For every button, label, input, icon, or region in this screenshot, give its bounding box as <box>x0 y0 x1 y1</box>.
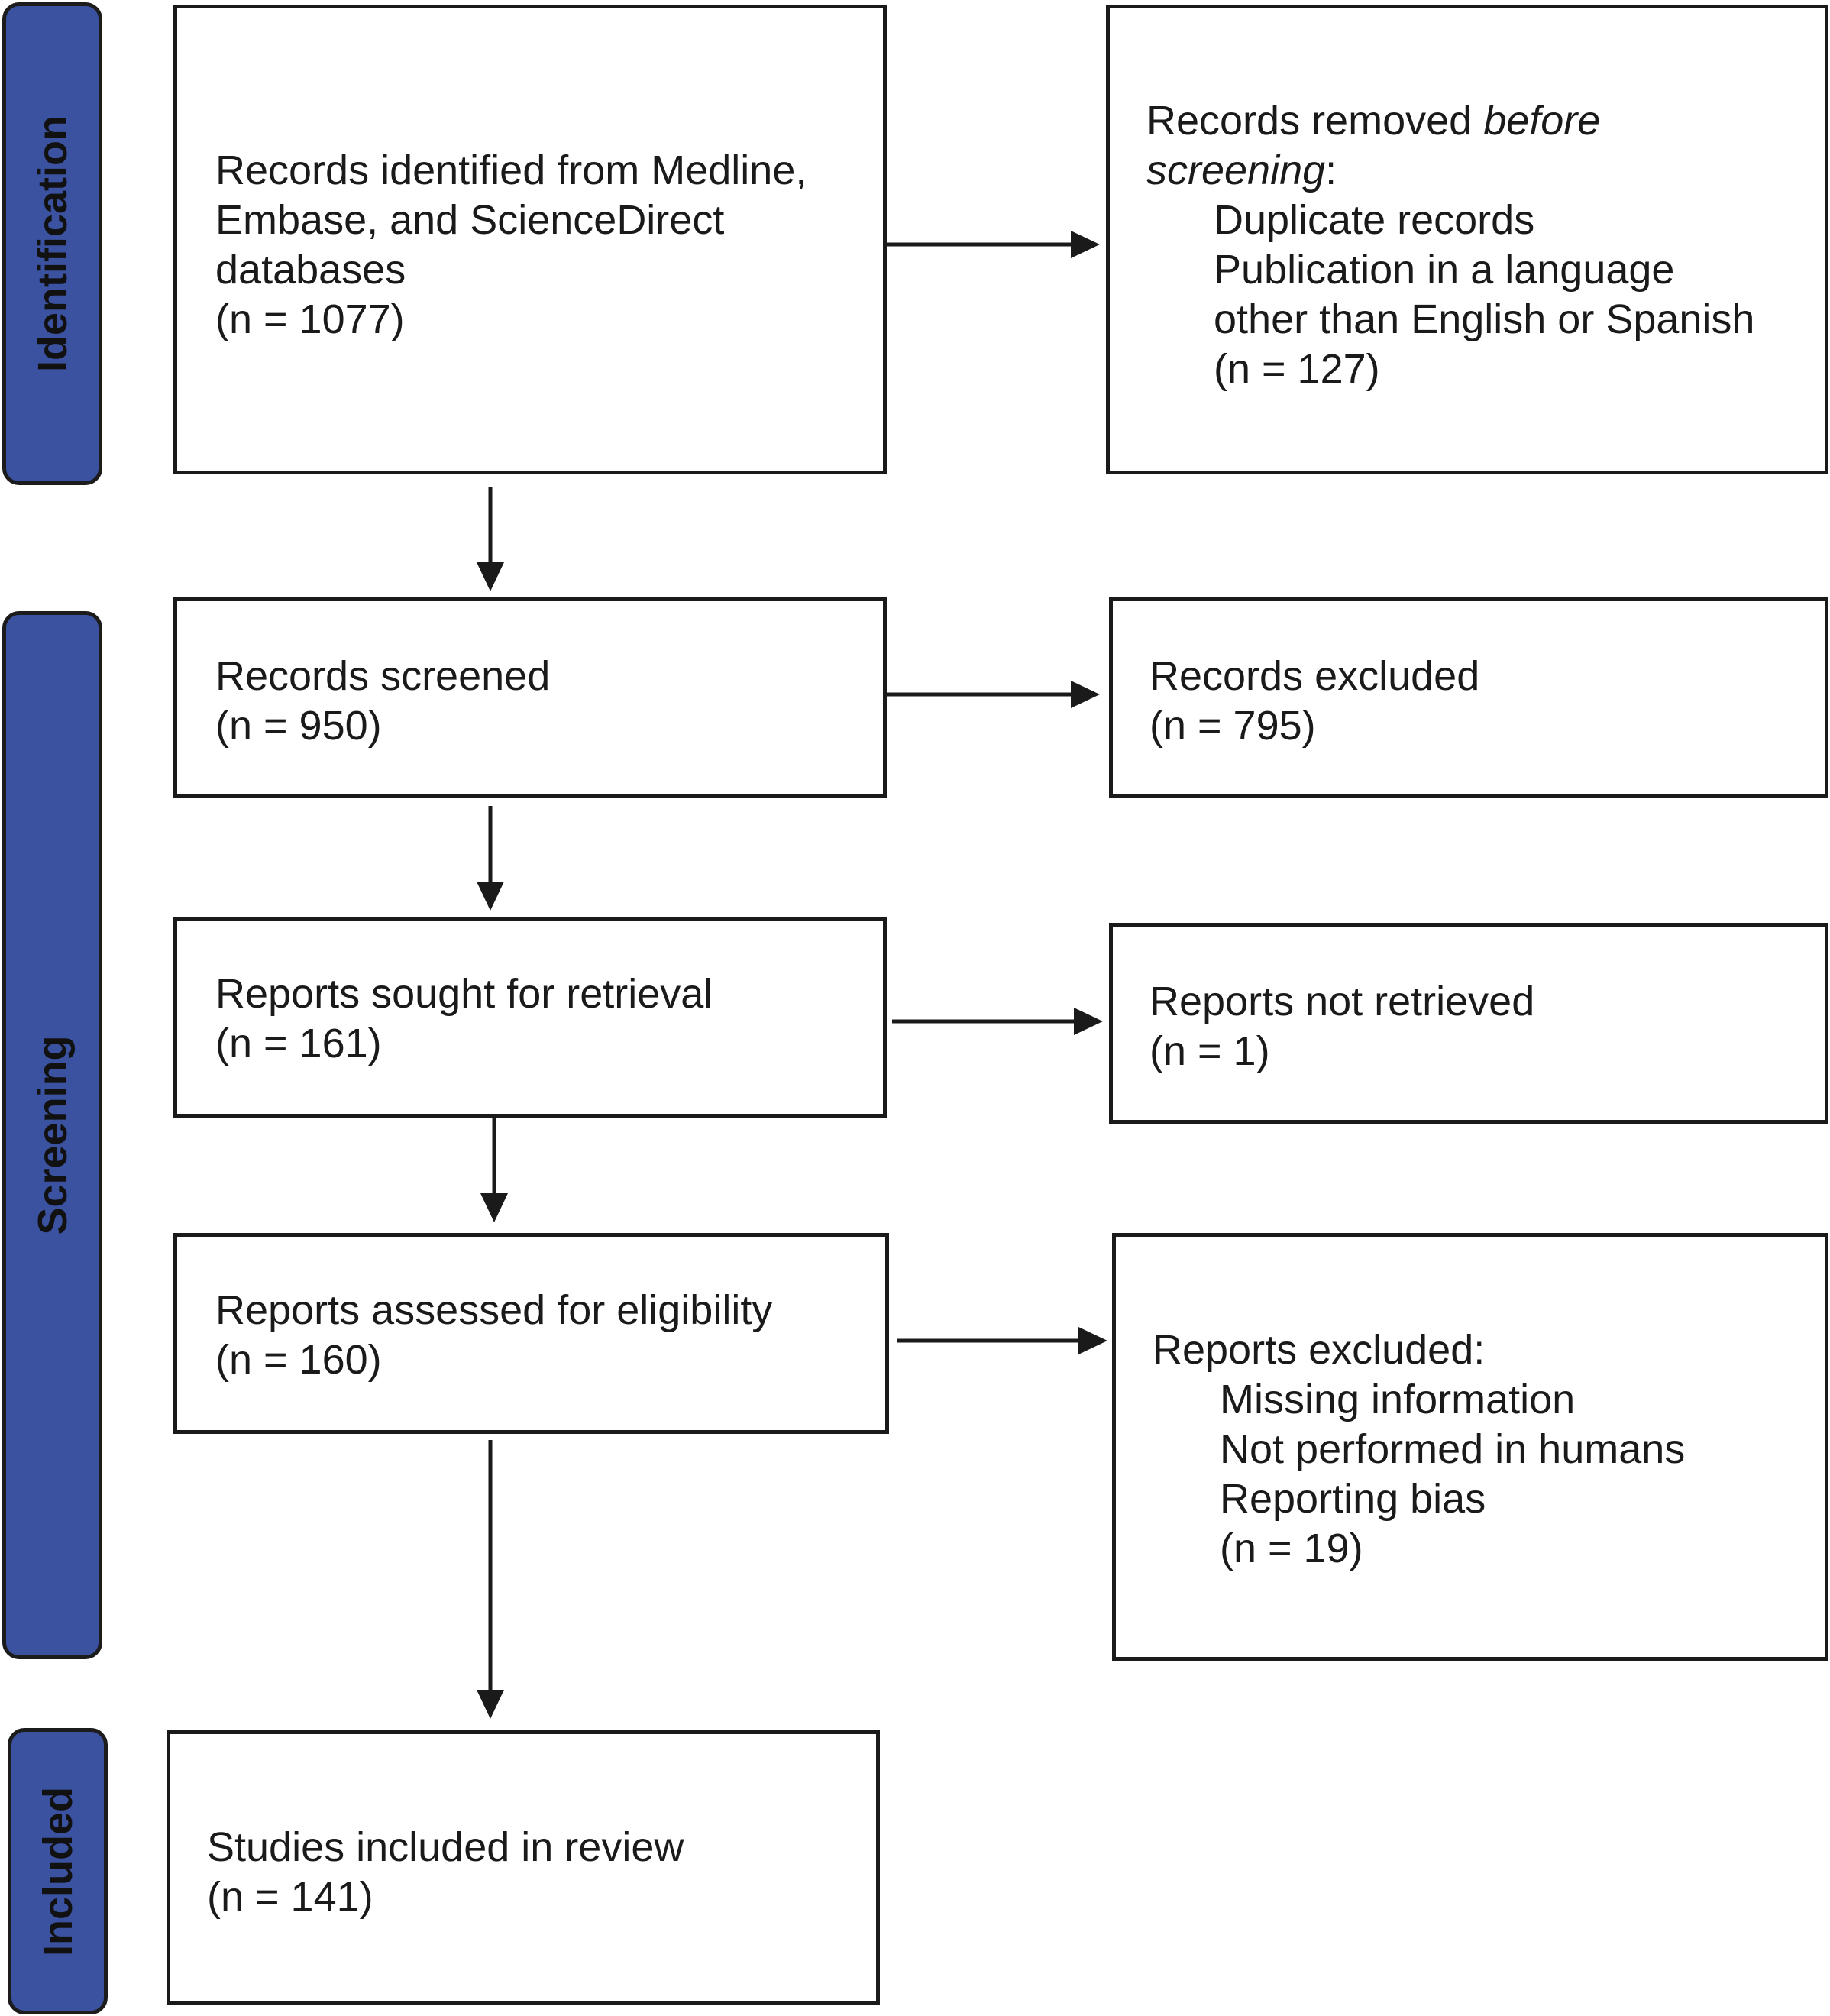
text-line: Records identified from Medline, <box>215 147 807 193</box>
text-line: (n = 160) <box>215 1337 382 1383</box>
box-reports-assessed-text: Reports assessed for eligibility (n = 16… <box>215 1286 772 1385</box>
removed-heading-prefix: Records removed <box>1146 98 1484 144</box>
text-line: (n = 1077) <box>215 296 405 342</box>
text-line: Duplicate records <box>1214 197 1535 243</box>
box-reports-sought: Reports sought for retrieval (n = 161) <box>173 917 887 1118</box>
text-line: (n = 141) <box>207 1874 373 1920</box>
text-line: Studies included in review <box>207 1824 684 1870</box>
text-line: Publication in a language <box>1214 247 1675 293</box>
text-line: Records removed before <box>1146 96 1754 146</box>
text-line: Reports excluded: <box>1153 1327 1486 1373</box>
text-line: (n = 127) <box>1214 346 1380 392</box>
box-records-excluded-text: Records excluded (n = 795) <box>1149 652 1479 751</box>
box-records-screened: Records screened (n = 950) <box>173 597 887 798</box>
text-line: Reporting bias <box>1220 1476 1486 1522</box>
text-line: screening: <box>1146 146 1754 196</box>
box-studies-included-text: Studies included in review (n = 141) <box>207 1823 684 1922</box>
text-line: other than English or Spanish <box>1214 296 1755 342</box>
box-reports-excluded-text: Reports excluded: Missing information No… <box>1153 1325 1685 1574</box>
arrow-screened-to-sought <box>477 806 504 911</box>
arrow-identified-to-screened <box>477 487 504 591</box>
box-records-screened-text: Records screened (n = 950) <box>215 652 550 751</box>
box-reports-not-retrieved-text: Reports not retrieved (n = 1) <box>1149 977 1534 1076</box>
removed-heading-italic: before <box>1483 98 1601 144</box>
phase-included: Included <box>8 1728 108 2014</box>
removed-heading-suffix: : <box>1325 147 1337 193</box>
box-records-excluded: Records excluded (n = 795) <box>1109 597 1828 798</box>
box-records-removed-text: Records removed before screening: Duplic… <box>1146 96 1754 394</box>
text-line: Reports sought for retrieval <box>215 971 713 1017</box>
text-line: Records excluded <box>1149 653 1480 699</box>
text-line: Not performed in humans <box>1220 1426 1686 1472</box>
arrow-sought-to-assessed <box>480 1118 508 1222</box>
arrow-assessed-to-reports-excluded <box>897 1327 1107 1354</box>
text-line: (n = 161) <box>215 1021 382 1066</box>
arrow-sought-to-not-retrieved <box>892 1008 1103 1035</box>
text-line: (n = 1) <box>1149 1028 1270 1074</box>
arrow-assessed-to-included <box>477 1440 504 1719</box>
box-reports-not-retrieved: Reports not retrieved (n = 1) <box>1109 923 1828 1124</box>
box-reports-sought-text: Reports sought for retrieval (n = 161) <box>215 969 713 1069</box>
phase-identification: Identification <box>2 2 102 485</box>
text-line: Missing information <box>1220 1377 1576 1422</box>
text-line: Reports assessed for eligibility <box>215 1287 773 1333</box>
box-studies-included: Studies included in review (n = 141) <box>167 1730 880 2005</box>
box-records-identified: Records identified from Medline, Embase,… <box>173 5 887 474</box>
phase-screening: Screening <box>2 611 102 1659</box>
arrow-screened-to-excluded <box>887 681 1100 708</box>
box-records-removed: Records removed before screening: Duplic… <box>1106 5 1828 474</box>
text-line: Embase, and ScienceDirect <box>215 197 725 243</box>
text-line: (n = 950) <box>215 703 382 749</box>
text-line: (n = 795) <box>1149 703 1316 749</box>
text-line: Records screened <box>215 653 551 699</box>
removed-heading-italic2: screening <box>1146 147 1326 193</box>
text-line: databases <box>215 247 406 293</box>
text-line: (n = 19) <box>1220 1526 1363 1571</box>
box-reports-excluded: Reports excluded: Missing information No… <box>1112 1233 1828 1661</box>
box-reports-assessed: Reports assessed for eligibility (n = 16… <box>173 1233 889 1434</box>
arrow-identified-to-removed <box>887 231 1100 258</box>
text-line: Reports not retrieved <box>1149 979 1535 1024</box>
box-records-identified-text: Records identified from Medline, Embase,… <box>215 146 807 345</box>
